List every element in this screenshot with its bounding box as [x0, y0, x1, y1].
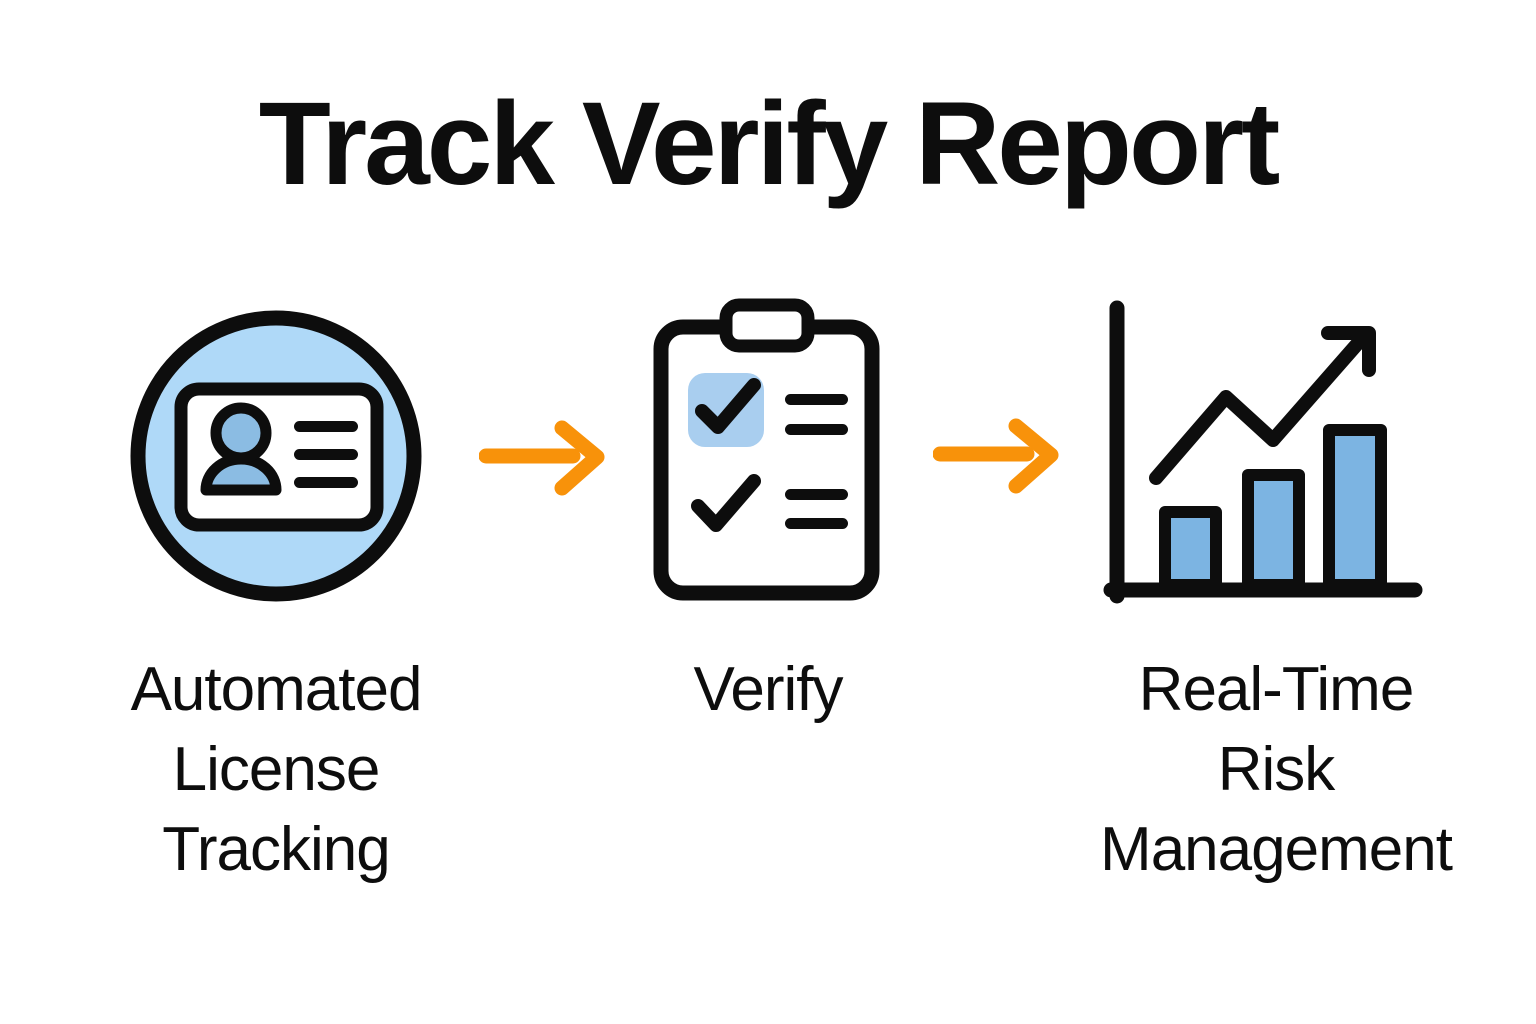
- flow-arrow-icon: [479, 418, 607, 496]
- page-title: Track Verify Report: [258, 78, 1281, 210]
- step-label-line: License: [172, 735, 381, 804]
- flow-arrow-svg: [933, 418, 1059, 494]
- step-label-line: Automated: [130, 655, 423, 724]
- checklist-clipboard-icon-svg: [653, 298, 880, 601]
- step-label-automated-license-tracking: Automated License Tracking: [26, 650, 526, 890]
- checklist-clipboard-icon: [648, 294, 884, 606]
- step-label-real-time-risk-management: Real-Time Risk Management: [1026, 650, 1526, 890]
- license-card-icon-svg: [130, 310, 422, 602]
- step-label-line: Verify: [693, 655, 843, 724]
- step-label-line: Tracking: [162, 815, 390, 884]
- license-card-icon: [124, 304, 428, 608]
- flow-arrow-icon: [933, 416, 1061, 494]
- growth-chart-icon: [1103, 300, 1425, 605]
- step-label-line: Risk: [1217, 735, 1336, 804]
- growth-chart-icon-svg: [1103, 300, 1423, 604]
- step-label-verify: Verify: [518, 650, 1018, 730]
- flow-arrow-svg: [479, 420, 605, 496]
- step-label-line: Management: [1100, 815, 1453, 884]
- step-label-line: Real-Time: [1138, 655, 1415, 724]
